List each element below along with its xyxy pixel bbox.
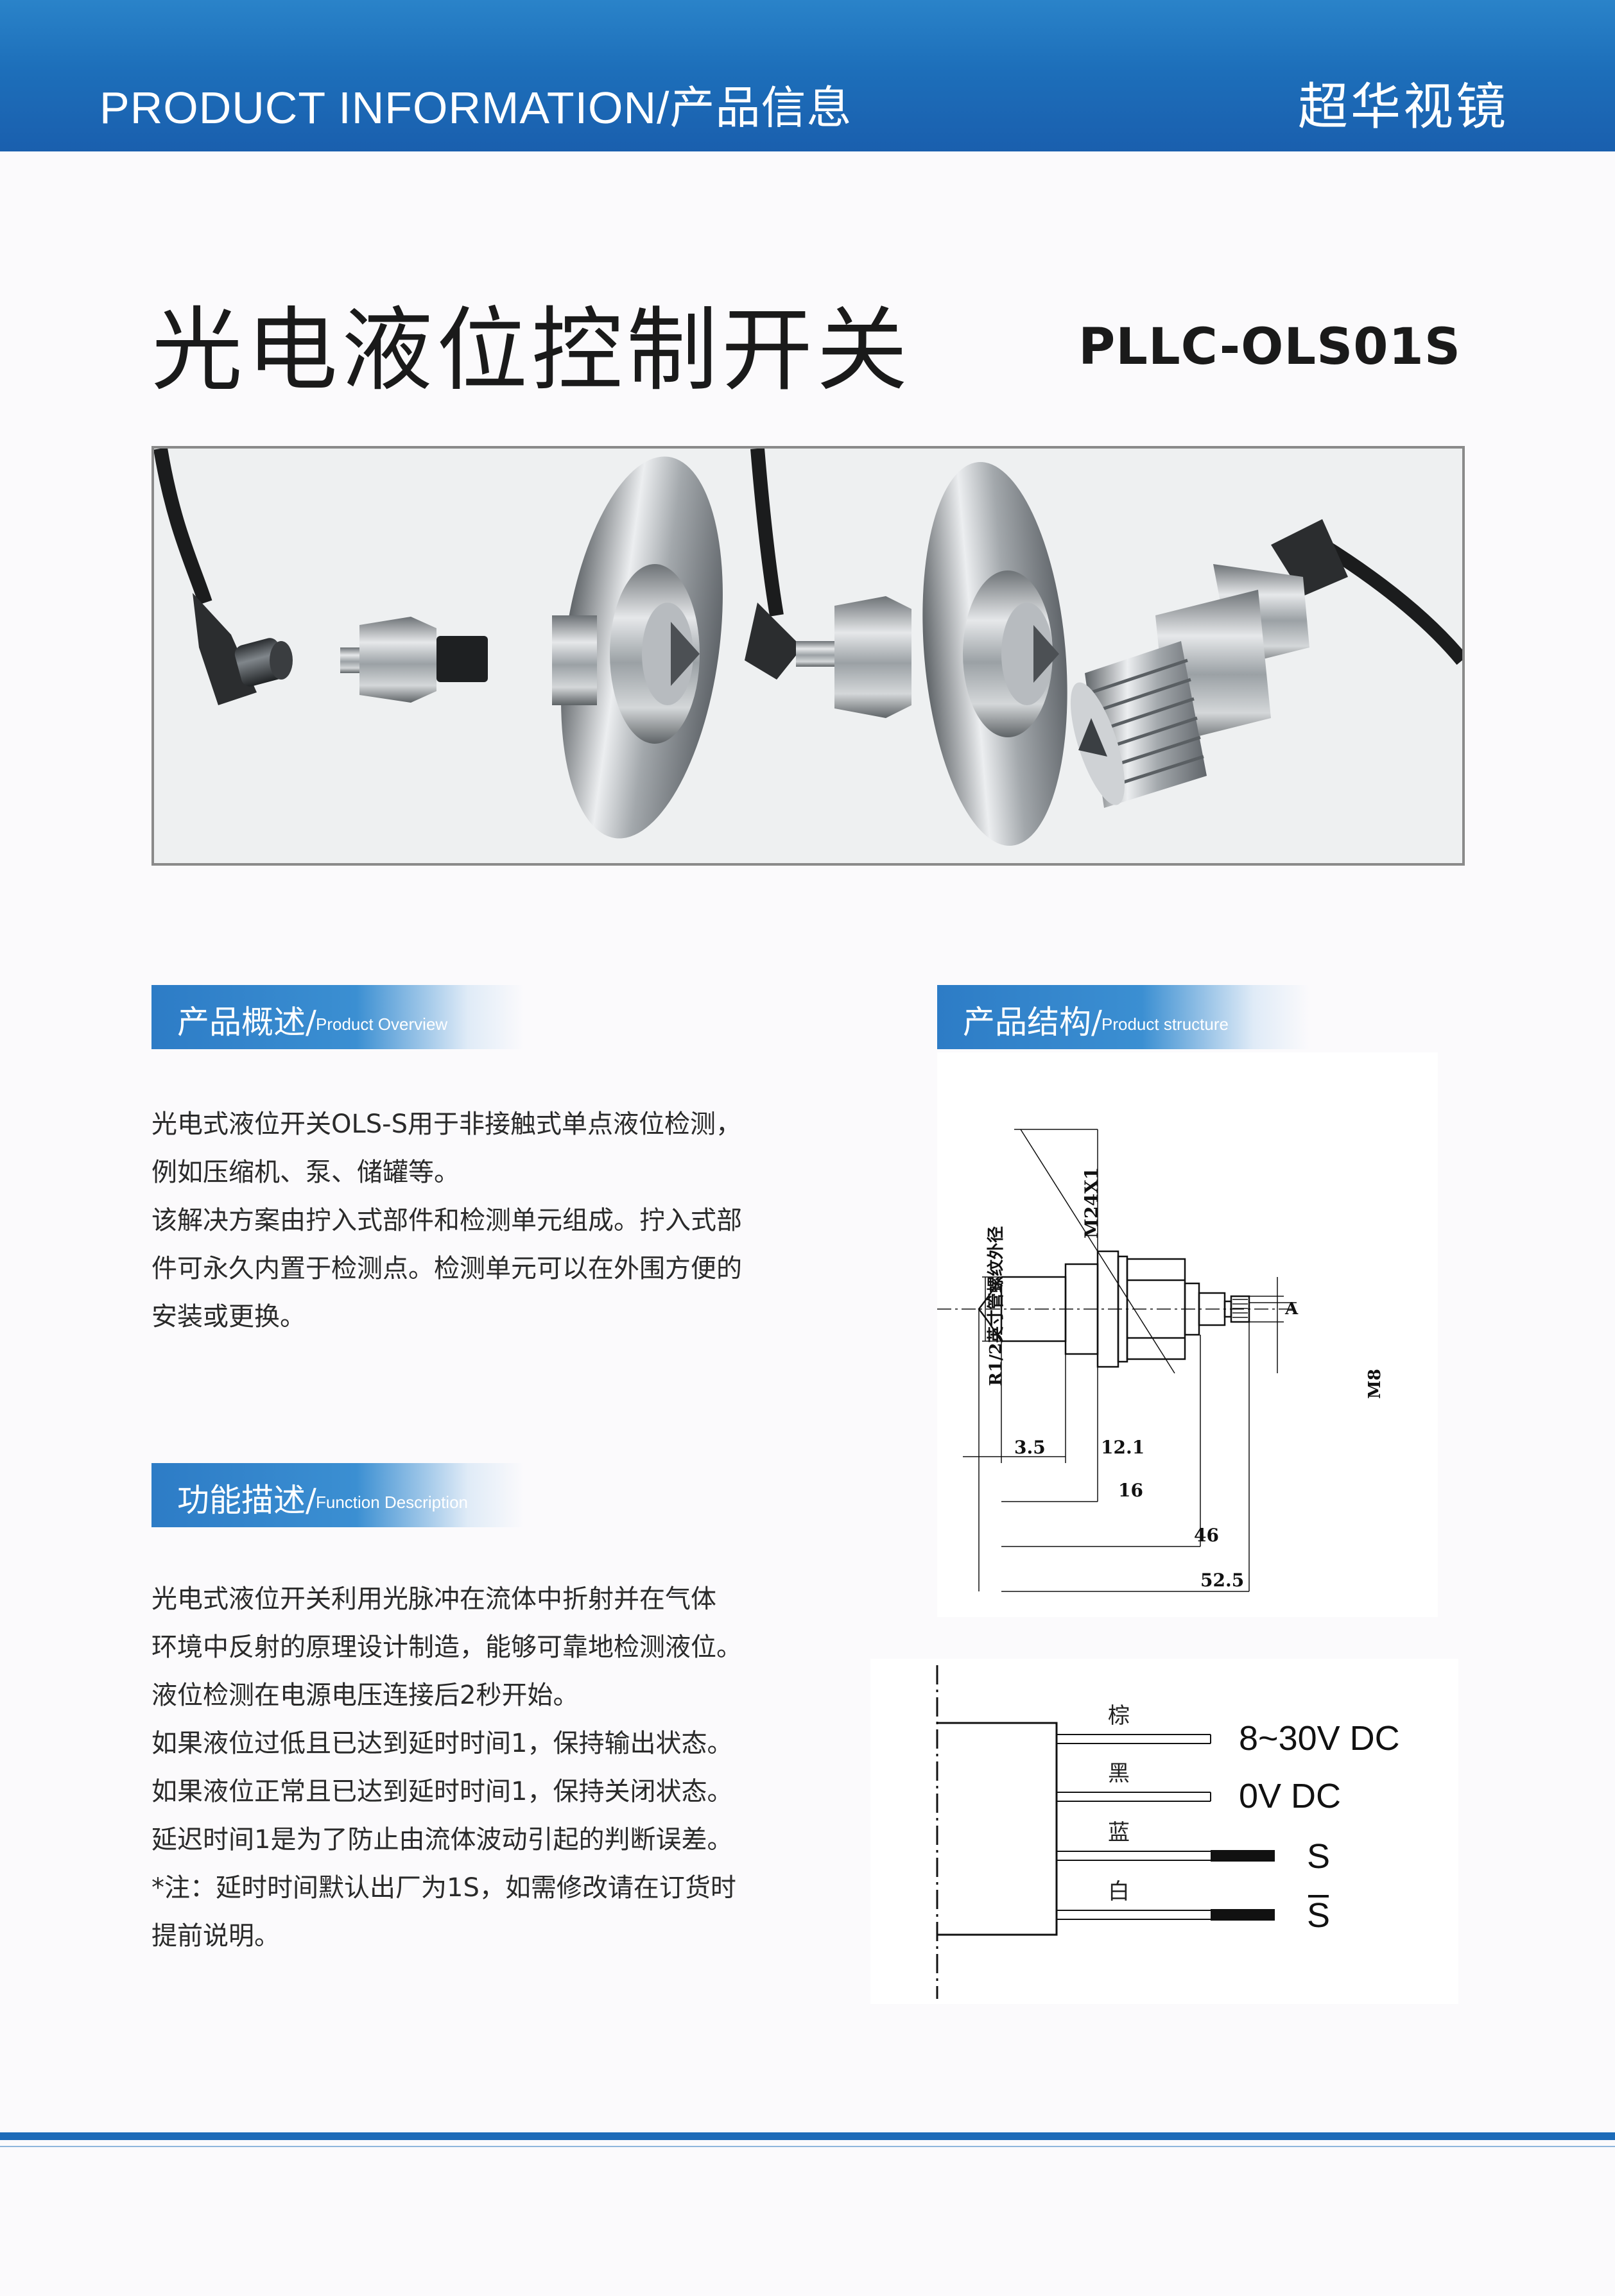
overview-line: 安装或更换。 [151,1302,306,1332]
function-line: 液位检测在电源电压连接后2秒开始。 [151,1681,579,1710]
wire-label-supply: 8~30V DC [1239,1719,1400,1758]
section-header-overview: 产品概述/ Product Overview [151,985,524,1049]
section-header-structure: 产品结构/ Product structure [937,985,1309,1049]
wire-color-black: 黑 [1108,1761,1130,1786]
section-header-function: 功能描述/ Function Description [151,1463,524,1527]
wire-label-s-bar: S [1307,1896,1330,1935]
overview-heading-zh: 产品概述/ [177,1004,316,1041]
wiring-diagram: 棕 黑 蓝 白 8~30V DC 0V DC S S [870,1659,1458,2004]
function-line: *注：延时时间默认出厂为1S，如需修改请在订货时 [151,1873,736,1903]
overview-line: 光电式液位开关OLS-S用于非接触式单点液位检测， [151,1109,741,1139]
overview-line: 例如压缩机、泵、储罐等。 [151,1158,460,1187]
footer-thin-rule [0,2146,1615,2147]
structure-heading-en: Product structure [1101,1015,1229,1034]
header-bar: PRODUCT INFORMATION/产品信息 超华视镜 [0,0,1615,151]
function-line: 光电式液位开关利用光脉冲在流体中折射并在气体 [151,1584,716,1614]
dim-m8-label: M8 [1365,1369,1385,1399]
function-line: 如果液位正常且已达到延时时间1，保持关闭状态。 [151,1777,733,1806]
dim-thread-label: M24X1 [1081,1167,1102,1238]
function-line: 提前说明。 [151,1921,280,1951]
overview-line: 件可永久内置于检测点。检测单元可以在外围方便的 [151,1254,742,1283]
function-line: 延迟时间1是为了防止由流体波动引起的判断误差。 [151,1825,733,1855]
product-model: PLLC-OLS01S [1078,318,1461,376]
dim-3-5-label: 3.5 [1014,1437,1046,1458]
structure-heading-zh: 产品结构/ [963,1004,1102,1041]
overview-heading-en: Product Overview [316,1015,448,1034]
function-line: 如果液位过低且已达到延时时间1，保持输出状态。 [151,1729,733,1758]
overview-line: 该解决方案由拧入式部件和检测单元组成。拧入式部 [151,1206,742,1235]
dim-pipe-label: R1/2英寸管螺纹外径 [986,1226,1006,1386]
dim-16-label: 16 [1118,1480,1143,1501]
dim-52-5-label: 52.5 [1200,1570,1244,1591]
dim-12-1-label: 12.1 [1101,1437,1144,1458]
product-photo [151,446,1465,866]
wire-color-blue: 蓝 [1108,1820,1130,1846]
wiring-diagram-svg: 棕 黑 蓝 白 8~30V DC 0V DC S S [936,1665,1400,1999]
function-heading-en: Function Description [316,1493,468,1512]
wire-color-white: 白 [1108,1879,1130,1905]
dimension-drawing: M24X1 R1/2英寸管螺纹外径 A M8 3.5 12.1 16 46 52… [937,1052,1438,1617]
wire-label-s: S [1307,1837,1330,1876]
function-line: 环境中反射的原理设计制造，能够可靠地检测液位。 [151,1632,742,1662]
brand-name: 超华视镜 [1297,78,1508,136]
function-text: 光电式液位开关利用光脉冲在流体中折射并在气体 环境中反射的原理设计制造，能够可靠… [151,1575,768,1960]
dimension-drawing-svg: M24X1 R1/2英寸管螺纹外径 A M8 3.5 12.1 16 46 52… [937,1129,1385,1592]
dim-a-label: A [1284,1299,1299,1319]
product-photo-illustration [154,449,1462,846]
dim-46-label: 46 [1194,1525,1219,1546]
overview-text: 光电式液位开关OLS-S用于非接触式单点液位检测， 例如压缩机、泵、储罐等。 该… [151,1101,768,1341]
wire-label-ground: 0V DC [1239,1777,1341,1815]
header-title: PRODUCT INFORMATION/产品信息 [99,83,852,133]
product-title: 光电液位控制开关 [151,298,911,404]
wire-color-brown: 棕 [1108,1703,1130,1729]
footer-rule [0,2132,1615,2140]
function-heading-zh: 功能描述/ [177,1482,316,1519]
